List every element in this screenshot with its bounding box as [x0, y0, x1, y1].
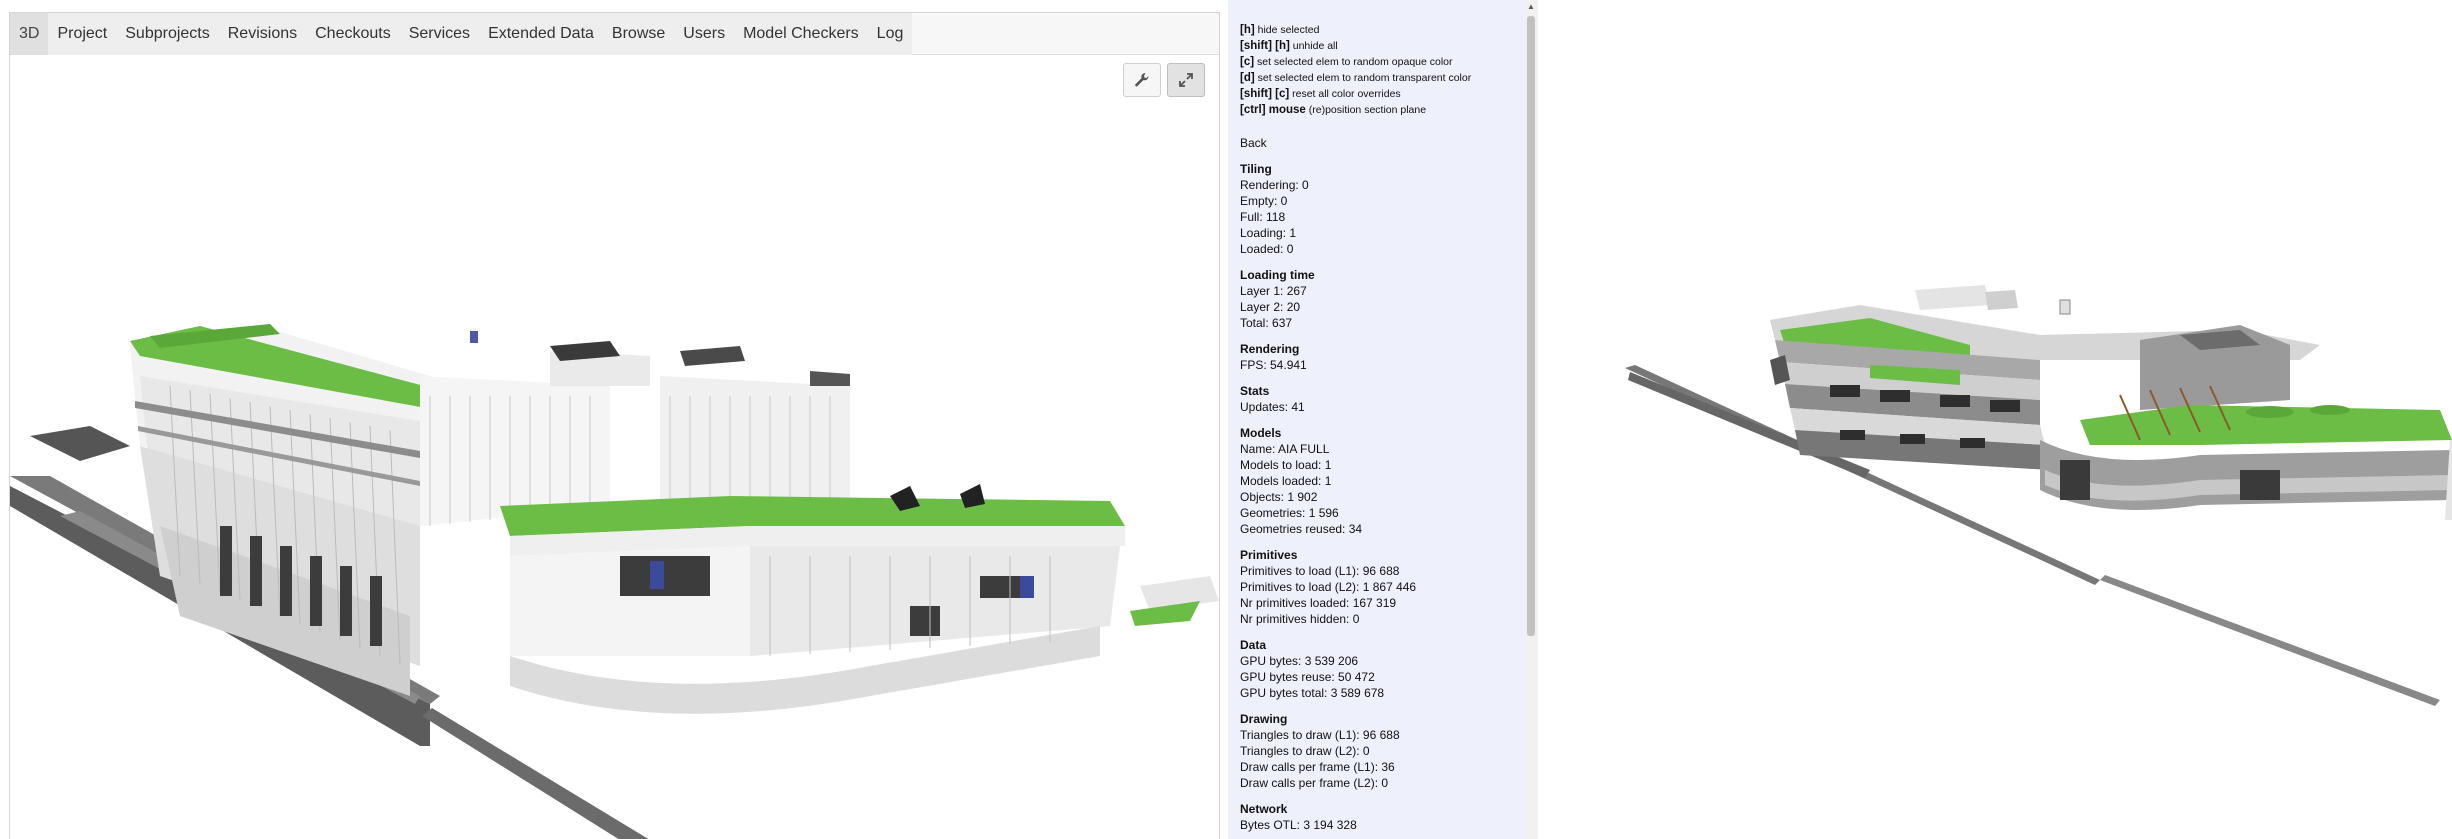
stat-line: Primitives to load (L2): 1 867 446	[1240, 580, 1417, 594]
stat-line: Primitives to load (L1): 96 688	[1240, 564, 1400, 578]
stat-line: Nr primitives loaded: 167 319	[1240, 596, 1397, 610]
viewer-toolbar	[1123, 63, 1205, 97]
stats-section-loading-time: Loading time Layer 1: 267 Layer 2: 20 To…	[1240, 267, 1520, 331]
shortcut-key: [c]	[1240, 56, 1255, 68]
section-title: Loading time	[1240, 268, 1315, 282]
section-title: Drawing	[1240, 712, 1288, 726]
viewer-panel: 3D Project Subprojects Revisions Checkou…	[9, 12, 1220, 839]
stats-section-rendering: Rendering FPS: 54.941	[1240, 341, 1520, 373]
stat-line: Geometries reused: 34	[1240, 522, 1363, 536]
stat-line: Loading: 1	[1240, 226, 1297, 240]
tab-model-checkers[interactable]: Model Checkers	[743, 25, 859, 42]
section-title: Stats	[1240, 384, 1270, 398]
stats-section-models: Models Name: AIA FULL Models to load: 1 …	[1240, 425, 1520, 537]
section-title: Network	[1240, 802, 1288, 816]
tab-checkouts[interactable]: Checkouts	[315, 25, 391, 42]
building-model-secondary	[1625, 285, 2452, 706]
section-title: Primitives	[1240, 548, 1298, 562]
stats-section-network: Network Bytes OTL: 3 194 328	[1240, 801, 1520, 833]
model-view-3d[interactable]	[10, 56, 1219, 839]
tab-extended-data[interactable]: Extended Data	[488, 25, 594, 42]
stat-line: Triangles to draw (L2): 0	[1240, 744, 1370, 758]
stat-line: GPU bytes reuse: 50 472	[1240, 670, 1375, 684]
stats-panel: [h] hide selected [shift] [h] unhide all…	[1228, 0, 1538, 839]
wrench-icon	[1135, 73, 1149, 87]
stat-line: Models loaded: 1	[1240, 474, 1332, 488]
stat-line: Models to load: 1	[1240, 458, 1332, 472]
shortcut-item: [shift] [h] unhide all	[1240, 38, 1520, 54]
stat-line: Geometries: 1 596	[1240, 506, 1339, 520]
shortcut-desc: set selected elem to random transparent …	[1257, 72, 1472, 84]
stats-scrollbar[interactable]: ▲	[1524, 0, 1538, 839]
section-title: Data	[1240, 638, 1267, 652]
tab-log[interactable]: Log	[876, 25, 904, 42]
stat-line: Updates: 41	[1240, 400, 1305, 414]
stats-section-data: Data GPU bytes: 3 539 206 GPU bytes reus…	[1240, 637, 1520, 701]
tab-browse[interactable]: Browse	[611, 25, 666, 42]
stat-line: Name: AIA FULL	[1240, 442, 1330, 456]
shortcut-desc: hide selected	[1257, 24, 1320, 36]
stat-line: Triangles to draw (L1): 96 688	[1240, 728, 1400, 742]
shortcut-desc: set selected elem to random opaque color	[1256, 56, 1453, 68]
section-title: Models	[1240, 426, 1282, 440]
shortcut-key: [ctrl] mouse	[1240, 104, 1306, 116]
shortcut-key: [shift] [c]	[1240, 88, 1290, 100]
shortcut-item: [h] hide selected	[1240, 22, 1520, 38]
stats-section-tiling: Tiling Rendering: 0 Empty: 0 Full: 118 L…	[1240, 161, 1520, 257]
stat-line: FPS: 54.941	[1240, 358, 1307, 372]
building-model	[10, 324, 1219, 839]
stat-line: GPU bytes: 3 539 206	[1240, 654, 1359, 668]
fullscreen-button[interactable]	[1167, 63, 1205, 97]
stat-line: Layer 1: 267	[1240, 284, 1307, 298]
shortcut-item: [shift] [c] reset all color overrides	[1240, 86, 1520, 102]
stat-line: Rendering: 0	[1240, 178, 1309, 192]
stats-section-stats: Stats Updates: 41	[1240, 383, 1520, 415]
stat-line: Draw calls per frame (L2): 0	[1240, 776, 1389, 790]
shortcut-item: [d] set selected elem to random transpar…	[1240, 70, 1520, 86]
expand-icon	[1179, 73, 1193, 87]
stat-line: Objects: 1 902	[1240, 490, 1318, 504]
tab-3d[interactable]: 3D	[10, 13, 49, 55]
stat-line: Full: 118	[1240, 210, 1286, 224]
stat-line: Loaded: 0	[1240, 242, 1294, 256]
tab-bar: 3D Project Subprojects Revisions Checkou…	[10, 13, 1219, 55]
shortcut-key: [h]	[1240, 24, 1255, 36]
tab-users[interactable]: Users	[683, 25, 726, 42]
model-view-3d-secondary[interactable]	[1540, 0, 2452, 839]
stat-line: Empty: 0	[1240, 194, 1288, 208]
shortcut-desc: reset all color overrides	[1292, 88, 1401, 100]
stat-line: Total: 637	[1240, 316, 1293, 330]
tabs: 3D Project Subprojects Revisions Checkou…	[10, 13, 913, 55]
shortcut-item: [ctrl] mouse (re)position section plane	[1240, 102, 1520, 118]
stats-section-primitives: Primitives Primitives to load (L1): 96 6…	[1240, 547, 1520, 627]
shortcut-desc: (re)position section plane	[1308, 104, 1427, 116]
stats-section-drawing: Drawing Triangles to draw (L1): 96 688 T…	[1240, 711, 1520, 791]
tab-project[interactable]: Project	[57, 25, 108, 42]
tab-subprojects[interactable]: Subprojects	[125, 25, 210, 42]
stat-line: Nr primitives hidden: 0	[1240, 612, 1360, 626]
stat-line: Layer 2: 20	[1240, 300, 1301, 314]
shortcut-key: [shift] [h]	[1240, 40, 1290, 52]
stats-content: [h] hide selected [shift] [h] unhide all…	[1240, 22, 1520, 833]
shortcut-item: [c] set selected elem to random opaque c…	[1240, 54, 1520, 70]
shortcut-desc: unhide all	[1292, 40, 1338, 52]
scroll-up-arrow-icon[interactable]: ▲	[1527, 2, 1535, 11]
stat-line: Bytes OTL: 3 194 328	[1240, 818, 1357, 832]
back-link[interactable]: Back	[1240, 136, 1267, 150]
settings-button[interactable]	[1123, 63, 1161, 97]
shortcut-key: [d]	[1240, 72, 1255, 84]
tab-revisions[interactable]: Revisions	[227, 25, 298, 42]
stat-line: Draw calls per frame (L1): 36	[1240, 760, 1395, 774]
shortcut-list: [h] hide selected [shift] [h] unhide all…	[1240, 22, 1520, 118]
section-title: Rendering	[1240, 342, 1300, 356]
scrollbar-thumb[interactable]	[1527, 16, 1535, 636]
tab-services[interactable]: Services	[408, 25, 471, 42]
stat-line: GPU bytes total: 3 589 678	[1240, 686, 1385, 700]
section-title: Tiling	[1240, 162, 1272, 176]
